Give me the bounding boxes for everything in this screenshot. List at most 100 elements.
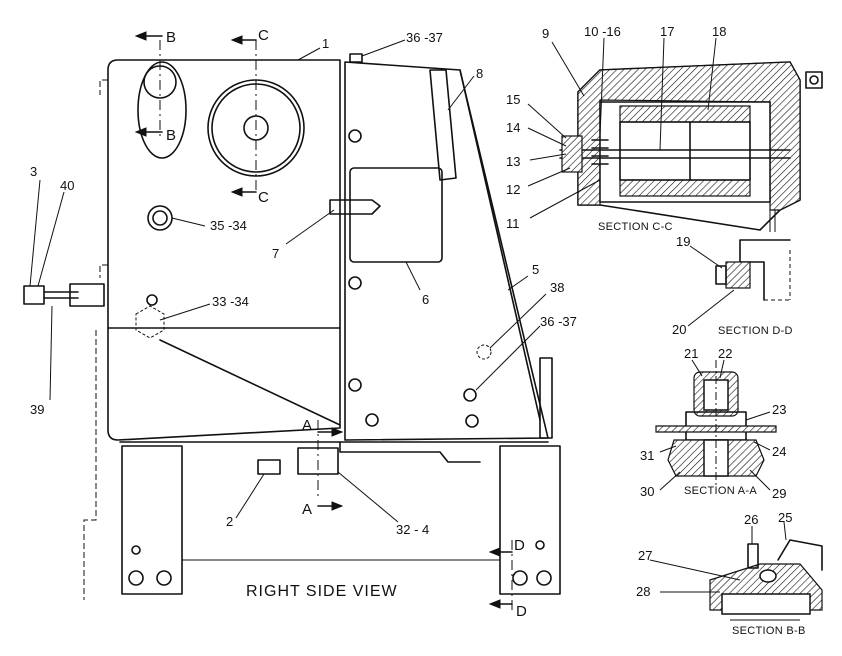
side-bracket — [539, 357, 553, 439]
cc-piston-body — [619, 121, 751, 181]
foot-bolt-icon — [128, 570, 144, 586]
callout-21: 21 — [684, 346, 698, 361]
top-stud — [349, 53, 363, 63]
rod-housing — [69, 283, 105, 307]
cc-plug — [561, 135, 583, 173]
cover-window — [349, 167, 443, 263]
cover-edge — [459, 69, 541, 421]
callout-5: 5 — [532, 262, 539, 277]
cover-slot — [429, 69, 457, 181]
arrow-right-icon — [331, 501, 344, 511]
callout-10-16: 10 -16 — [584, 24, 621, 39]
letter-b-bottom: B — [166, 127, 176, 144]
cc-mount-tab — [805, 71, 823, 89]
callout-19: 19 — [676, 234, 690, 249]
callout-33-34: 33 -34 — [212, 294, 249, 309]
foot-hole-icon — [131, 545, 141, 555]
callout-labels: 1 36 -37 8 3 40 39 35 -34 7 6 5 33 -34 3… — [30, 24, 792, 599]
callout-15: 15 — [506, 92, 520, 107]
view-title: RIGHT SIDE VIEW — [246, 583, 398, 600]
dd-bolt-end — [715, 265, 727, 285]
bb-lever — [777, 539, 823, 571]
arrow-left-icon — [488, 547, 501, 557]
drain-fitting — [257, 459, 281, 475]
foot-bolt-icon — [512, 570, 528, 586]
bolt-icon — [463, 388, 477, 402]
left-foot — [121, 445, 183, 595]
front-cover — [344, 61, 549, 441]
dd-hidden — [764, 250, 791, 301]
callout-12: 12 — [506, 182, 520, 197]
callout-36-37-top: 36 -37 — [406, 30, 443, 45]
hidden-outline — [83, 79, 108, 600]
bolt-icon — [365, 413, 379, 427]
section-bb-title: SECTION B-B — [732, 625, 806, 637]
right-side-view — [23, 40, 561, 610]
callout-17: 17 — [660, 24, 674, 39]
dd-bolt-head — [725, 261, 751, 289]
arrow-left-icon — [134, 31, 147, 41]
letter-b-top: B — [166, 29, 176, 46]
section-arrows — [134, 31, 513, 609]
letter-a-top: A — [302, 417, 312, 434]
callout-6: 6 — [422, 292, 429, 307]
callout-22: 22 — [718, 346, 732, 361]
bolt-icon — [348, 378, 362, 392]
cc-piston-bottom — [619, 179, 751, 197]
letter-d-top: D — [514, 537, 525, 554]
section-dd-title: SECTION D-D — [718, 325, 793, 337]
base-rail — [339, 441, 481, 463]
callout-2: 2 — [226, 514, 233, 529]
letter-d-bottom: D — [516, 603, 527, 620]
bb-ball-icon — [759, 569, 777, 583]
callout-9: 9 — [542, 26, 549, 41]
cc-mount-bolt-icon — [809, 75, 819, 85]
callout-28: 28 — [636, 584, 650, 599]
callout-32-4: 32 - 4 — [396, 522, 429, 537]
rod-knob — [23, 285, 45, 305]
letter-c-bottom: C — [258, 189, 269, 206]
callout-14: 14 — [506, 120, 520, 135]
housing-body — [107, 59, 341, 441]
callout-36-37-mid: 36 -37 — [540, 314, 577, 329]
section-bb-view — [709, 539, 823, 621]
leader-lines — [29, 39, 547, 523]
callout-20: 20 — [672, 322, 686, 337]
cc-spring-icon — [591, 139, 609, 165]
callout-18: 18 — [712, 24, 726, 39]
hidden-plug-icon — [135, 305, 165, 339]
callout-38: 38 — [550, 280, 564, 295]
callout-31: 31 — [640, 448, 654, 463]
callout-35-34: 35 -34 — [210, 218, 247, 233]
section-cc-title: SECTION C-C — [598, 221, 673, 233]
section-aa-title: SECTION A-A — [684, 485, 757, 497]
section-bb-leaders — [649, 521, 787, 593]
callout-23: 23 — [772, 402, 786, 417]
arrow-left-icon — [230, 187, 243, 197]
foot-bolt-icon — [156, 570, 172, 586]
section-dd-leaders — [687, 245, 735, 327]
foot-bolt-icon — [536, 570, 552, 586]
callout-11: 11 — [506, 216, 520, 231]
section-cc-view — [559, 61, 823, 232]
arrow-left-icon — [134, 127, 147, 137]
callout-7: 7 — [272, 246, 279, 261]
callout-27: 27 — [638, 548, 652, 563]
foot-hole-icon — [535, 540, 545, 550]
dd-bracket — [739, 239, 791, 301]
callout-3: 3 — [30, 164, 37, 179]
bolt-icon — [465, 414, 479, 428]
callout-26: 26 — [744, 512, 758, 527]
oval-port — [137, 61, 187, 159]
bolt-icon — [348, 129, 362, 143]
plug-inner-icon — [152, 210, 168, 226]
callout-1: 1 — [322, 36, 329, 51]
letter-c-top: C — [258, 27, 269, 44]
arrow-right-icon — [331, 427, 344, 437]
callout-13: 13 — [506, 154, 520, 169]
latch — [329, 199, 381, 215]
section-dd-view — [715, 239, 791, 301]
section-letters: B B C C A A D D — [166, 27, 527, 620]
